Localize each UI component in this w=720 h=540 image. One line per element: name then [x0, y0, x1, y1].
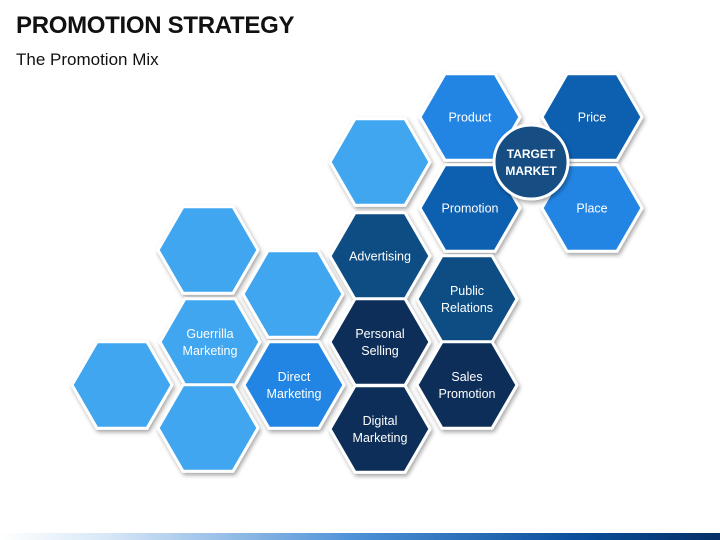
hexagon-label: Advertising: [349, 250, 411, 264]
hexagon-blank-4: [70, 340, 174, 430]
hexagon-label: Relations: [441, 301, 493, 315]
hexagon-label: Marketing: [183, 344, 238, 358]
hexagon-shape: [415, 340, 519, 430]
hexagon-shape: [156, 205, 260, 295]
hexagon-shape: [156, 383, 260, 473]
hexagon-shape: [242, 340, 346, 430]
hexagon-shape: [328, 297, 432, 387]
hexagon-promotion: Promotion: [418, 163, 522, 253]
hexagon-price: Price: [540, 72, 644, 162]
hexagon-label: Product: [448, 111, 492, 125]
hexagon-shape: [540, 72, 644, 162]
bottom-accent-bar: [0, 533, 720, 540]
hexagon-label: Promotion: [439, 387, 496, 401]
hexagon-blank-2: [156, 205, 260, 295]
hexagon-label: Marketing: [353, 431, 408, 445]
hexagon-shape: [158, 297, 262, 387]
hexagon-place: Place: [540, 163, 644, 253]
hexagon-label: Promotion: [442, 202, 499, 216]
hexagon-shape: [241, 249, 345, 339]
hexagon-label: Sales: [451, 370, 482, 384]
hexagon-label: Selling: [361, 344, 399, 358]
target-market-label: MARKET: [505, 164, 557, 178]
hexagon-label: Public: [450, 284, 484, 298]
hexagon-label: Price: [578, 111, 607, 125]
hexagon-advertising: Advertising: [328, 211, 432, 301]
hexagon-label: Digital: [363, 414, 398, 428]
target-market-shape: [492, 123, 570, 201]
hexagon-shape: [328, 117, 432, 207]
hexagon-label: Marketing: [267, 387, 322, 401]
slide-subtitle: The Promotion Mix: [16, 50, 159, 69]
slide-title: PROMOTION STRATEGY: [16, 12, 295, 39]
hexagon-shape: [540, 163, 644, 253]
hexagon-label: Direct: [278, 370, 311, 384]
hexagon-blank-5: [156, 383, 260, 473]
target-market-circle: TARGET MARKET: [492, 123, 570, 201]
target-market-label: TARGET: [507, 147, 556, 161]
hexagon-blank-3: [241, 249, 345, 339]
hexagon-shape: [328, 384, 432, 474]
hexagon-shape: [415, 254, 519, 344]
hexagon-label: Personal: [355, 327, 404, 341]
hexagon-label: Guerrilla: [186, 327, 233, 341]
hexagon-blank-1: [328, 117, 432, 207]
hexagon-label: Place: [576, 202, 607, 216]
hexagon-shape: [70, 340, 174, 430]
